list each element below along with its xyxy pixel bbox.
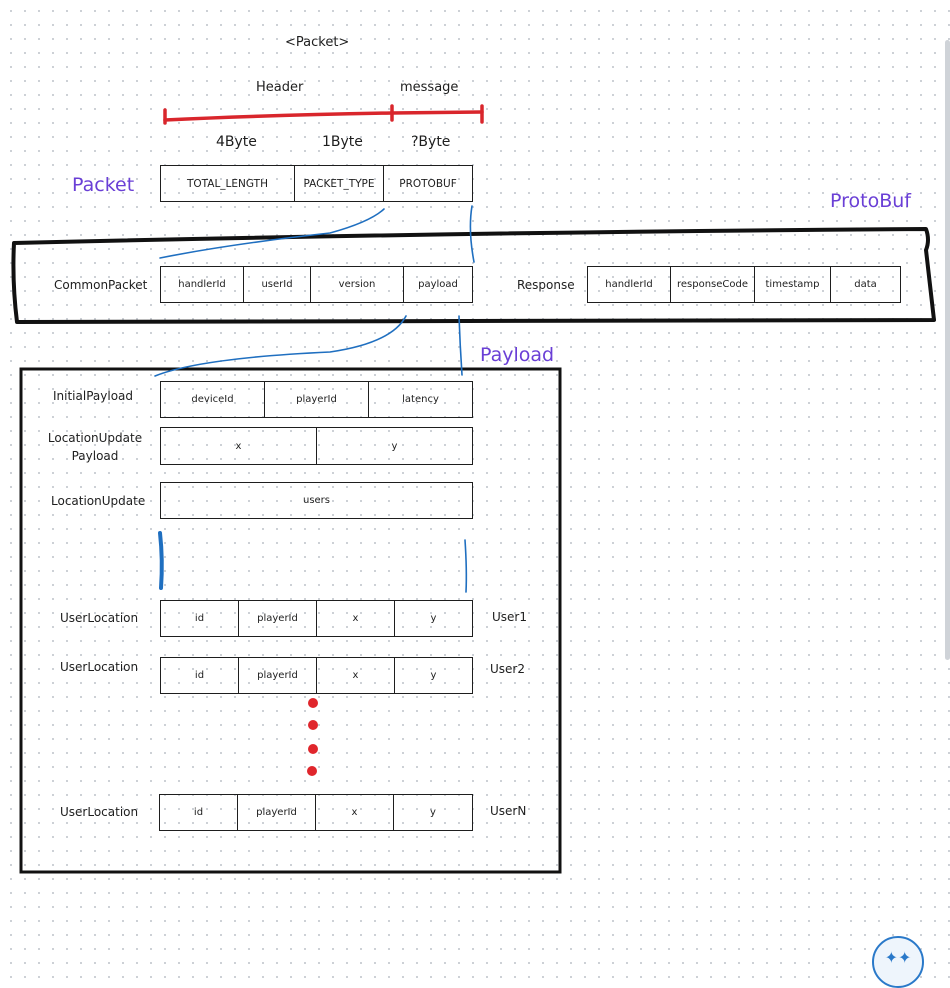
user-location-field[interactable]: playerId xyxy=(239,658,317,693)
location-update-payload-field[interactable]: y xyxy=(391,440,398,452)
packet-field-total-length[interactable]: TOTAL_LENGTH xyxy=(161,166,295,201)
initial-payload-field[interactable]: deviceId xyxy=(161,382,265,417)
user-location-row[interactable]: id playerId x y xyxy=(159,794,473,831)
response-field[interactable]: timestamp xyxy=(755,267,831,302)
byte-label-4: 4Byte xyxy=(216,134,257,150)
diagram-title: <Packet> xyxy=(285,35,350,50)
user-location-field[interactable]: y xyxy=(430,670,437,681)
connector-protobuf-left xyxy=(159,208,385,259)
packet-section-label: Packet xyxy=(72,174,135,196)
byte-label-var: ?Byte xyxy=(411,134,451,150)
response-label: Response xyxy=(517,278,575,292)
response-row[interactable]: handlerId responseCode timestamp data xyxy=(587,266,901,303)
user-location-row[interactable]: id playerId x y xyxy=(160,657,473,694)
message-label: message xyxy=(400,80,459,95)
user-location-label: UserLocation xyxy=(60,660,139,674)
user-location-field[interactable]: x xyxy=(317,658,395,693)
user-location-field[interactable]: y xyxy=(430,613,437,624)
initial-payload-row[interactable]: deviceId playerId latency xyxy=(160,381,473,418)
user-location-field[interactable]: y xyxy=(430,807,436,818)
common-packet-field[interactable]: payload xyxy=(418,279,458,290)
user-location-field[interactable]: id xyxy=(160,795,238,830)
response-field[interactable]: handlerId xyxy=(588,267,671,302)
ellipsis-dots xyxy=(307,698,318,776)
user-location-field[interactable]: id xyxy=(161,658,239,693)
user-location-field[interactable]: x xyxy=(316,795,394,830)
common-packet-field[interactable]: version xyxy=(311,267,404,302)
packet-row[interactable]: TOTAL_LENGTH PACKET_TYPE PROTOBUF xyxy=(160,165,473,202)
user-tag: User1 xyxy=(492,610,527,624)
location-update-row[interactable]: users xyxy=(160,482,473,519)
vertical-scrollbar[interactable] xyxy=(945,40,950,660)
user-tag: UserN xyxy=(490,804,527,818)
location-update-payload-label-line1: LocationUpdate xyxy=(47,431,143,445)
location-update-payload-label: LocationUpdate Payload xyxy=(40,429,150,465)
common-packet-field[interactable]: handlerId xyxy=(161,267,244,302)
packet-field-packet-type[interactable]: PACKET_TYPE xyxy=(295,166,384,201)
sparkle-icon: ✦✦ xyxy=(884,948,912,967)
user-location-label: UserLocation xyxy=(60,805,139,819)
location-update-payload-row[interactable]: x y xyxy=(160,427,473,465)
message-bracket xyxy=(390,104,484,124)
protobuf-section-label: ProtoBuf xyxy=(830,190,911,212)
connector-payload-left xyxy=(154,315,407,377)
user-location-field[interactable]: id xyxy=(161,601,239,636)
response-field[interactable]: data xyxy=(854,279,877,290)
header-label: Header xyxy=(256,80,304,95)
common-packet-label: CommonPacket xyxy=(54,278,148,292)
user-location-row[interactable]: id playerId x y xyxy=(160,600,473,637)
ai-assist-button[interactable]: ✦✦ xyxy=(872,936,924,988)
sketch-strokes xyxy=(11,104,936,874)
payload-section-label: Payload xyxy=(480,344,555,366)
common-packet-field[interactable]: userId xyxy=(244,267,311,302)
byte-label-1: 1Byte xyxy=(322,134,363,150)
user-location-field[interactable]: playerId xyxy=(238,795,316,830)
user-location-field[interactable]: playerId xyxy=(239,601,317,636)
common-packet-row[interactable]: handlerId userId version payload xyxy=(160,266,473,303)
location-update-payload-label-line2: Payload xyxy=(71,449,119,463)
continuation-line-right xyxy=(464,539,468,593)
location-update-label: LocationUpdate xyxy=(51,494,146,508)
packet-field-protobuf[interactable]: PROTOBUF xyxy=(399,177,457,190)
user-location-label: UserLocation xyxy=(60,611,139,625)
header-bracket xyxy=(163,104,394,125)
initial-payload-label: InitialPayload xyxy=(53,389,134,403)
location-update-field[interactable]: users xyxy=(302,495,331,506)
initial-payload-field[interactable]: playerId xyxy=(265,382,369,417)
location-update-payload-field[interactable]: x xyxy=(161,428,317,464)
response-field[interactable]: responseCode xyxy=(671,267,755,302)
initial-payload-field[interactable]: latency xyxy=(402,394,439,405)
connector-protobuf-right xyxy=(469,205,475,263)
user-tag: User2 xyxy=(490,662,525,676)
user-location-field[interactable]: x xyxy=(317,601,395,636)
connector-payload-right xyxy=(458,315,463,376)
continuation-line-left xyxy=(158,531,164,590)
